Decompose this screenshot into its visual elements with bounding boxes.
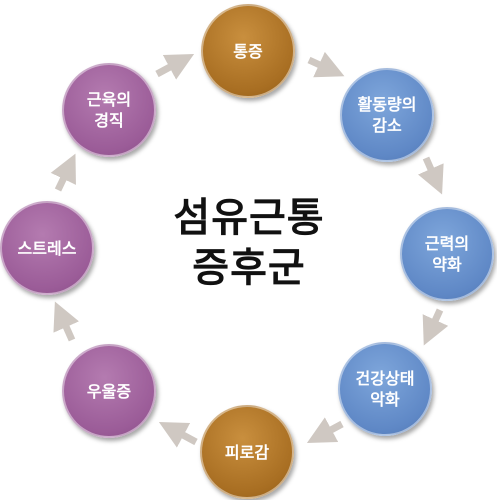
node-stress: 스트레스 bbox=[0, 201, 94, 295]
arrow-3-to-4 bbox=[422, 308, 449, 346]
node-health-decline: 건강상태 악화 bbox=[338, 342, 432, 436]
node-depression: 우울증 bbox=[62, 344, 156, 438]
arrow-1-to-2 bbox=[307, 51, 345, 78]
arrow-6-to-7 bbox=[53, 301, 80, 342]
node-reduced-activity: 활동량의 감소 bbox=[340, 68, 434, 162]
node-fatigue: 피로감 bbox=[200, 405, 294, 499]
arrow-7-to-8 bbox=[50, 153, 76, 192]
arrow-8-to-1 bbox=[155, 54, 195, 80]
arrow-4-to-5 bbox=[306, 417, 344, 444]
node-muscle-stiffness: 근육의 경직 bbox=[62, 63, 156, 157]
arrow-2-to-3 bbox=[417, 156, 444, 195]
node-pain: 통증 bbox=[201, 4, 295, 98]
node-muscle-weakness: 근력의 약화 bbox=[400, 207, 494, 301]
center-title: 섬유근통 증후군 bbox=[173, 195, 325, 291]
arrow-5-to-6 bbox=[158, 422, 198, 448]
